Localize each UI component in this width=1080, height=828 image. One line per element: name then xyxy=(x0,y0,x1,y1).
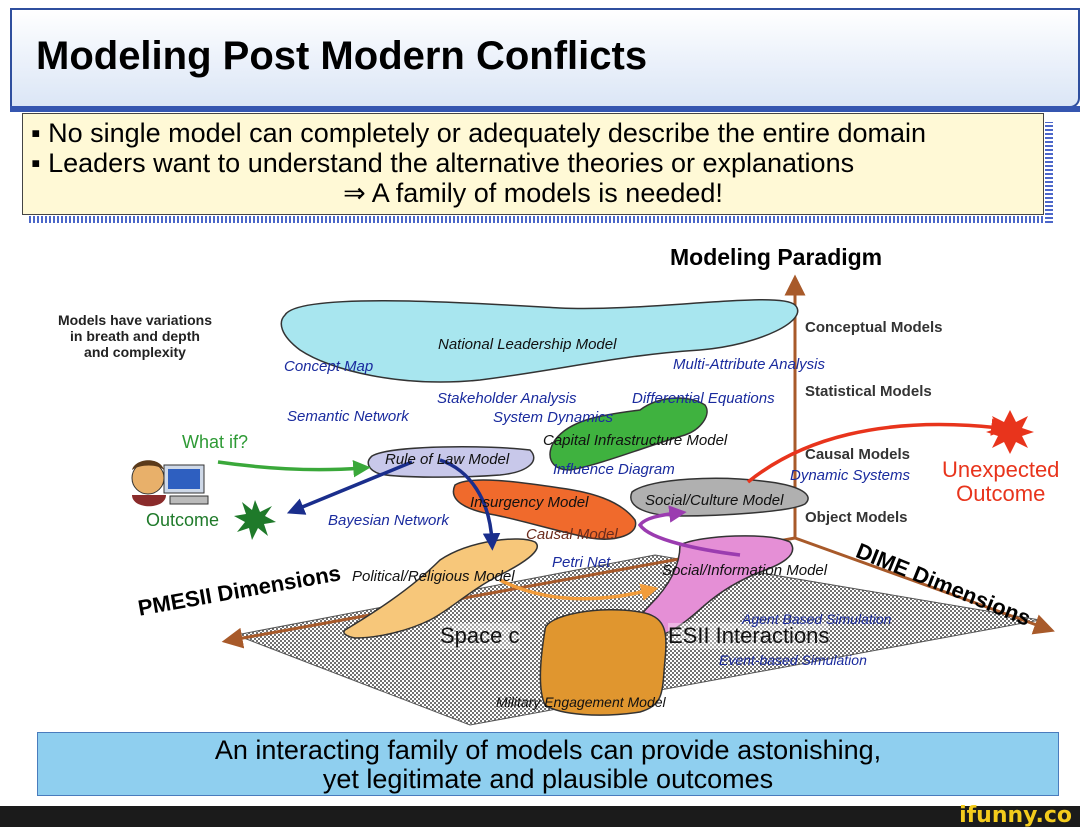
social-loop-arrow xyxy=(637,505,741,557)
plane-label-right: ESII Interactions xyxy=(668,623,830,649)
modeling-diagram: Modeling Paradigm Models have variations… xyxy=(0,220,1080,730)
object-models-label: Object Models xyxy=(805,509,908,526)
bullet-box: ▪ No single model can completely or adeq… xyxy=(22,113,1053,223)
social-information-label: Social/Information Model xyxy=(662,562,828,579)
political-religious-blob xyxy=(343,538,538,639)
bullet-item: ▪ Leaders want to understand the alterna… xyxy=(31,148,855,178)
capital-infrastructure-label: Capital Infrastructure Model xyxy=(543,432,728,449)
unexpected-starburst xyxy=(986,410,1034,454)
insurgency-blob xyxy=(452,479,637,540)
petri-net-label: Petri Net xyxy=(552,554,611,571)
statistical-models-label: Statistical Models xyxy=(805,383,932,400)
causal-models-label: Causal Models xyxy=(805,446,911,463)
conclusion-text: ⇒ A family of models is needed! xyxy=(343,178,723,208)
semantic-network-label: Semantic Network xyxy=(287,408,409,425)
what-if-arrow xyxy=(217,459,371,478)
footer-bar: ifunny.co xyxy=(0,803,1080,828)
event-based-label: Event-based Simulation xyxy=(719,652,867,668)
national-leadership-label: National Leadership Model xyxy=(438,336,617,353)
rule-to-political-arrow xyxy=(439,458,501,551)
stakeholder-label: Stakeholder Analysis xyxy=(437,390,577,407)
variations-note: Models have variations in breath and dep… xyxy=(30,312,240,360)
page-title: Modeling Post Modern Conflicts xyxy=(36,34,648,78)
rule-of-law-blob xyxy=(367,446,535,478)
outcome-starburst xyxy=(234,500,276,540)
box-shadow-right xyxy=(1045,122,1053,223)
summary-line: yet legitimate and plausible outcomes xyxy=(322,764,774,794)
summary-line: An interacting family of models can prov… xyxy=(214,735,882,765)
outcome-arrow xyxy=(286,460,413,515)
insurgency-label: Insurgency Model xyxy=(470,494,589,511)
unexpected-outcome-label: Unexpected Outcome xyxy=(942,458,1059,506)
social-information-blob xyxy=(631,535,794,641)
unexpected-line: Unexpected xyxy=(942,457,1060,482)
conceptual-models-label: Conceptual Models xyxy=(805,319,943,336)
variations-note-line: and complexity xyxy=(84,344,186,360)
political-religious-label: Political/Religious Model xyxy=(352,568,515,585)
bullet-item: ▪ No single model can completely or adeq… xyxy=(31,118,927,148)
watermark-logo: ifunny.co xyxy=(959,803,1072,828)
summary-box: An interacting family of models can prov… xyxy=(37,732,1059,796)
diagram-canvas xyxy=(131,274,1055,726)
outcome-label: Outcome xyxy=(146,510,220,530)
plane-label-left: Space c xyxy=(440,623,520,649)
system-dynamics-label: System Dynamics xyxy=(493,409,614,426)
causal-model-label: Causal Model xyxy=(526,526,618,543)
military-engagement-label: Military Engagement Model xyxy=(496,694,666,710)
agent-based-label: Agent Based Simulation xyxy=(742,611,892,627)
paradigm-heading: Modeling Paradigm xyxy=(670,244,883,270)
variations-note-line: in breath and depth xyxy=(70,328,200,344)
national-leadership-blob xyxy=(280,298,799,383)
social-culture-label: Social/Culture Model xyxy=(645,492,784,509)
concept-map-label: Concept Map xyxy=(284,358,374,375)
rule-of-law-label: Rule of Law Model xyxy=(385,451,510,468)
user-computer-icon xyxy=(131,460,209,507)
military-engagement-blob xyxy=(539,609,667,716)
unexpected-arrow xyxy=(746,418,1009,484)
unexpected-line: Outcome xyxy=(956,481,1046,506)
box-shadow-bottom xyxy=(29,216,1053,223)
variations-note-line: Models have variations xyxy=(57,312,213,328)
influence-diagram-label: Influence Diagram xyxy=(553,461,675,478)
dynamic-systems-label: Dynamic Systems xyxy=(790,467,911,484)
bayesian-network-label: Bayesian Network xyxy=(328,512,449,529)
what-if-label: What if? xyxy=(182,432,249,452)
multi-attribute-label: Multi-Attribute Analysis xyxy=(673,356,825,373)
title-bar: Modeling Post Modern Conflicts xyxy=(10,8,1080,112)
political-to-social-arrow xyxy=(499,578,659,601)
capital-infrastructure-blob xyxy=(549,397,708,471)
dime-axis xyxy=(794,536,1055,635)
differential-label: Differential Equations xyxy=(632,390,775,407)
